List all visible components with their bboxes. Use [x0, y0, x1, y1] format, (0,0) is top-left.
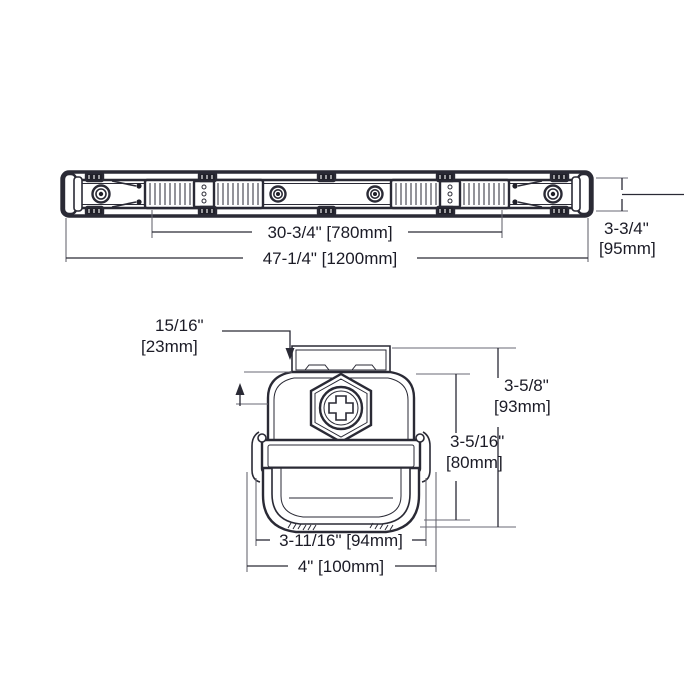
dimension-label-length-overall: 47-1/4" [1200mm]	[263, 249, 398, 268]
driver-left-port-1	[201, 184, 207, 190]
dimension-bracket-height: 15/16" [23mm]	[141, 316, 295, 406]
driver-left-port-3	[201, 198, 207, 204]
mounting-clip-top-3	[316, 171, 337, 183]
mounting-clip-bottom-4	[435, 205, 456, 217]
gear-tray-left-fins	[149, 183, 259, 205]
screw-right-core	[550, 191, 556, 197]
dimension-label-bracket-height-metric: [23mm]	[141, 337, 198, 356]
mounting-clip-bottom-1	[84, 205, 105, 217]
mounting-clips-bottom	[84, 205, 570, 217]
clip-teeth	[88, 175, 100, 179]
dimension-length-overall: 47-1/4" [1200mm]	[66, 249, 588, 268]
gear-tray-left	[143, 178, 265, 210]
bracket-tab-right	[350, 364, 378, 371]
clip-teeth	[553, 209, 565, 213]
clip-teeth	[320, 175, 332, 179]
end-view-group	[251, 345, 431, 534]
terminal-pin-left-top	[136, 183, 142, 189]
latch-left-pivot	[257, 433, 267, 443]
terminal-pins-right	[512, 180, 543, 208]
center-screw-1-core	[276, 192, 280, 196]
driver-right-port-2	[447, 191, 453, 197]
mid-flange-inner	[267, 444, 415, 468]
dimension-label-overall-height-metric: [93mm]	[494, 397, 551, 416]
dimension-label-height-imperial: 3-3/4"	[604, 219, 649, 238]
leader-bracket-height	[222, 330, 291, 352]
clip-teeth	[553, 175, 565, 179]
end-cap-right-flange	[571, 176, 581, 212]
center-screw-2-core	[373, 192, 377, 196]
center-screw-1	[269, 185, 287, 203]
center-screw-2	[366, 185, 384, 203]
end-cap-left-flange	[73, 176, 83, 212]
phillips-cross-slot	[328, 395, 354, 421]
dimension-inner-width: 3-11/16" [94mm]	[255, 478, 427, 550]
mounting-bracket	[291, 345, 391, 377]
clip-teeth	[320, 209, 332, 213]
terminal-lead-right-top	[517, 180, 543, 187]
mounting-clips-top	[84, 171, 570, 183]
terminal-pin-left-bottom	[136, 199, 142, 205]
terminal-lead-right-bottom	[517, 201, 543, 208]
dimension-length-inner: 30-3/4" [780mm]	[152, 223, 502, 242]
driver-left-port-2	[201, 191, 207, 197]
mounting-clip-top-5	[549, 171, 570, 183]
dimension-label-overall-width: 4" [100mm]	[298, 557, 384, 576]
dimension-label-overall-height-imperial: 3-5/8"	[504, 376, 549, 395]
mounting-clip-top-4	[435, 171, 456, 183]
dimension-body-height: 3-5/16" [80mm]	[416, 373, 504, 521]
terminal-lead-left-top	[111, 180, 137, 187]
dimension-label-body-height-imperial: 3-5/16"	[450, 432, 504, 451]
dimension-label-height-metric: [95mm]	[599, 239, 656, 258]
mounting-clip-bottom-5	[549, 205, 570, 217]
lens-diffuser-highlight	[280, 468, 402, 518]
end-plate-screw-right	[543, 184, 563, 204]
mounting-clip-top-1	[84, 171, 105, 183]
terminal-pin-right-bottom	[512, 199, 518, 205]
mounting-clip-top-2	[197, 171, 218, 183]
end-plate-screw-left	[91, 184, 111, 204]
dimension-overall-width: 4" [100mm]	[246, 472, 437, 576]
clip-teeth	[88, 209, 100, 213]
end-cap-left	[62, 172, 83, 216]
gasket-hatching	[287, 522, 394, 531]
hex-cap-assembly	[309, 372, 373, 444]
bracket-tab-left	[303, 364, 331, 371]
dimension-label-body-height-metric: [80mm]	[446, 453, 503, 472]
dimension-overall-height: 3-5/8" [93mm]	[392, 347, 551, 528]
clip-teeth	[201, 209, 213, 213]
clip-teeth	[439, 209, 451, 213]
arrow-bracket-height-up	[235, 383, 245, 395]
terminal-lead-left-bottom	[111, 201, 137, 208]
dimension-height-top-view: 3-3/4" [95mm]	[596, 177, 684, 258]
end-view-dimensions: 15/16" [23mm] 3-5/8" [93mm] 3-5/16" [80m…	[141, 316, 551, 576]
gear-tray-right	[389, 178, 511, 210]
terminal-pins-left	[111, 180, 142, 208]
terminal-pin-right-top	[512, 183, 518, 189]
screw-left-core	[98, 191, 104, 197]
driver-right-port-3	[447, 198, 453, 204]
top-view-group	[60, 170, 594, 218]
mounting-clip-bottom-3	[316, 205, 337, 217]
dimension-label-length-inner: 30-3/4" [780mm]	[267, 223, 392, 242]
latch-right-pivot	[415, 433, 425, 443]
lens-diffuser-inner	[271, 467, 411, 525]
mounting-clip-bottom-2	[197, 205, 218, 217]
clip-teeth	[201, 175, 213, 179]
gear-tray-right-fins	[395, 183, 505, 205]
driver-right-port-1	[447, 184, 453, 190]
dimension-label-inner-width: 3-11/16" [94mm]	[279, 531, 403, 550]
end-cap-right	[571, 172, 592, 216]
top-view-dimensions: 30-3/4" [780mm] 47-1/4" [1200mm] 3-3/4" …	[65, 177, 684, 268]
arrow-bracket-height-down	[285, 348, 295, 360]
dimension-label-bracket-height-imperial: 15/16"	[155, 316, 204, 335]
clip-teeth	[439, 175, 451, 179]
